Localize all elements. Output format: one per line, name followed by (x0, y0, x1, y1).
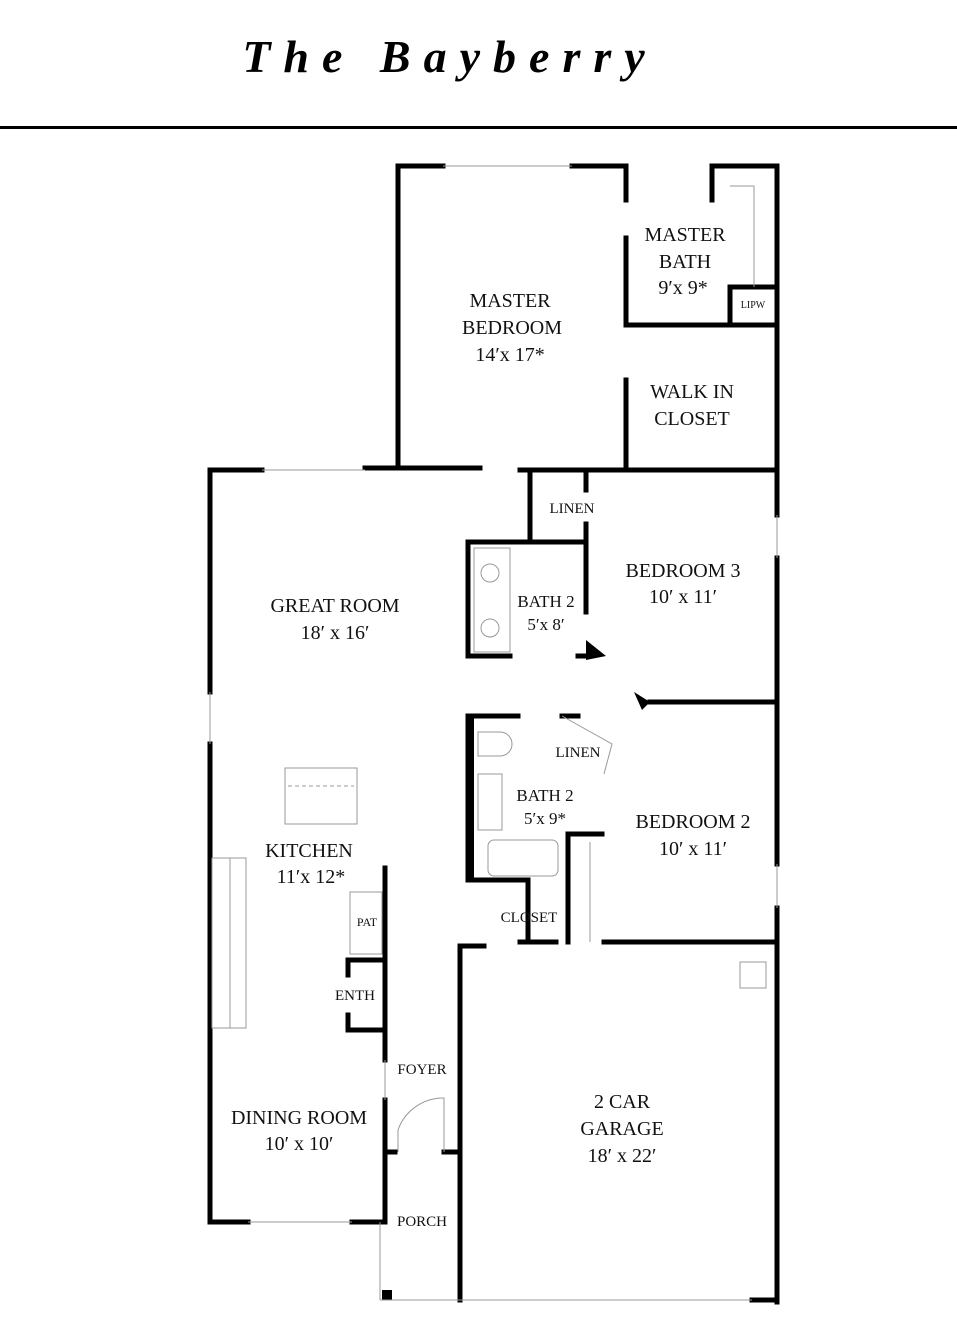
linen-upper-label: LINEN (550, 501, 595, 517)
dining-room-label: DINING ROOM (231, 1107, 367, 1129)
porch-label: PORCH (397, 1214, 447, 1230)
plan-title: The Bayberry (242, 31, 658, 82)
pantry-label: PAT (357, 915, 378, 929)
linen-wc-label: LIPW (741, 300, 766, 311)
master-bedroom-size: 14′x 17* (475, 344, 544, 366)
garage-label-2: GARAGE (580, 1118, 663, 1140)
kitchen-size: 11′x 12* (277, 866, 346, 888)
master-bath-label: MASTER (644, 224, 726, 246)
enth-label: ENTH (335, 988, 375, 1004)
walk-in-closet-label: WALK IN (650, 381, 734, 403)
bath2-lower-label: BATH 2 (516, 786, 573, 805)
great-room-label: GREAT ROOM (270, 595, 399, 617)
great-room-size: 18′ x 16′ (301, 622, 370, 644)
walk-in-closet-label-2: CLOSET (654, 408, 730, 430)
master-bath-label-2: BATH (659, 251, 711, 273)
garage-label: 2 CAR (594, 1091, 651, 1113)
bedroom3-size: 10′ x 11′ (649, 586, 717, 608)
dining-room-size: 10′ x 10′ (265, 1133, 334, 1155)
bath2-lower-size: 5′x 9* (524, 809, 566, 828)
linen-lower-label: LINEN (556, 745, 601, 761)
foyer-label: FOYER (397, 1062, 446, 1078)
bedroom2-size: 10′ x 11′ (659, 838, 727, 860)
closet-label: CLOSET (501, 910, 558, 926)
room-labels: MASTER BEDROOM 14′x 17* MASTER BATH 9′x … (231, 224, 766, 1230)
master-bedroom-label: MASTER (469, 290, 551, 312)
wall-accents (382, 640, 650, 1300)
master-bedroom-label-2: BEDROOM (462, 317, 562, 339)
title-rule (0, 126, 957, 129)
bedroom3-label: BEDROOM 3 (625, 560, 740, 582)
thin-lines (209, 165, 778, 1301)
master-bath-size: 9′x 9* (658, 277, 707, 299)
kitchen-label: KITCHEN (265, 840, 353, 862)
bath2-upper-label: BATH 2 (517, 592, 574, 611)
bath2-upper-size: 5′x 8′ (527, 615, 564, 634)
bedroom2-label: BEDROOM 2 (635, 811, 750, 833)
garage-size: 18′ x 22′ (588, 1145, 657, 1167)
